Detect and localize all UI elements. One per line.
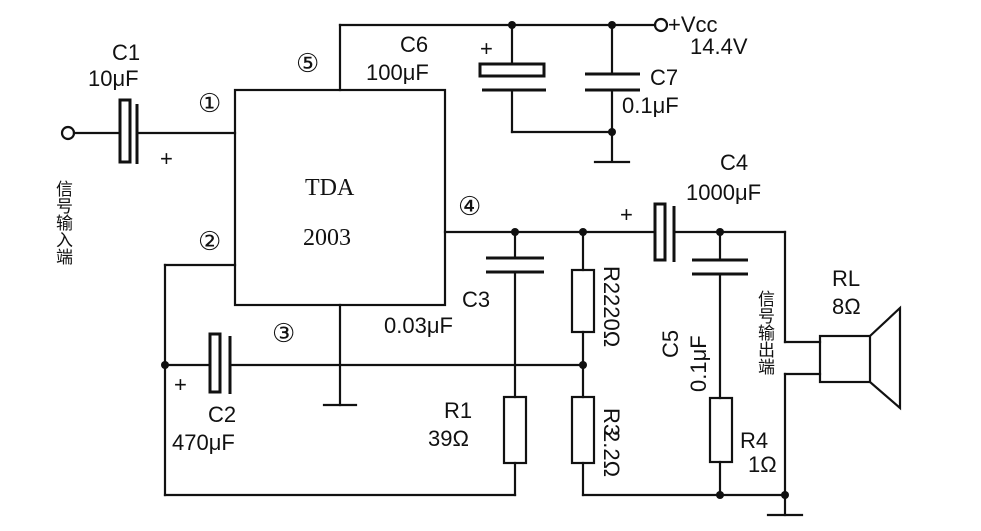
r3-ref: R3 (599, 408, 624, 436)
c1-capacitor (118, 98, 132, 164)
pin-5-label: ⑤ (296, 49, 319, 79)
c7-ref: C7 (650, 65, 678, 90)
c4-polarity: + (620, 202, 633, 227)
r1-resistor (502, 395, 528, 465)
c3-ref: C3 (462, 287, 490, 312)
pin-2-label: ② (198, 227, 221, 257)
r1-ref: R1 (444, 398, 472, 423)
c1-value: 10μF (88, 66, 139, 91)
pin-4-label: ④ (458, 192, 481, 222)
r1-value: 39Ω (428, 426, 469, 451)
c3-value: 0.03μF (384, 313, 453, 338)
r2-resistor (570, 268, 596, 334)
pin-1-label: ① (198, 89, 221, 119)
c6-capacitor (478, 62, 546, 78)
c6-polarity: + (480, 36, 493, 61)
c7-value: 0.1μF (622, 93, 679, 118)
input-note: 信号输入端 (52, 180, 73, 265)
vcc-terminal (653, 17, 669, 33)
c2-capacitor (208, 332, 222, 394)
c5-value: 0.1μF (686, 335, 711, 392)
c4-capacitor (653, 202, 667, 262)
pin-3-label: ③ (272, 319, 295, 349)
input-terminal (60, 125, 76, 141)
rl-ref: RL (832, 266, 860, 291)
c2-polarity: + (174, 372, 187, 397)
vcc-label: +Vcc (668, 12, 718, 37)
c5-ref: C5 (658, 330, 683, 358)
c6-ref: C6 (400, 32, 428, 57)
vcc-voltage: 14.4V (690, 34, 748, 59)
r4-ref: R4 (740, 428, 768, 453)
c6-value: 100μF (366, 60, 429, 85)
output-note: 信号输出端 (754, 290, 775, 375)
rl-value: 8Ω (832, 294, 861, 319)
c1-polarity: + (160, 146, 173, 171)
r3-resistor (570, 395, 596, 465)
c2-value: 470μF (172, 430, 235, 455)
c4-value: 1000μF (686, 180, 761, 205)
ic-name-line2: 2003 (303, 225, 351, 251)
speaker-magnet (818, 334, 872, 384)
c4-ref: C4 (720, 150, 748, 175)
speaker-cone (868, 305, 902, 411)
r2-value: 220Ω (599, 294, 624, 347)
r3-value: 2.2Ω (599, 430, 624, 477)
r4-resistor (708, 396, 734, 464)
r2-ref: R2 (599, 266, 624, 294)
c1-ref: C1 (112, 40, 140, 65)
c2-ref: C2 (208, 402, 236, 427)
r4-value: 1Ω (748, 452, 777, 477)
ic-name-line1: TDA (305, 175, 355, 201)
